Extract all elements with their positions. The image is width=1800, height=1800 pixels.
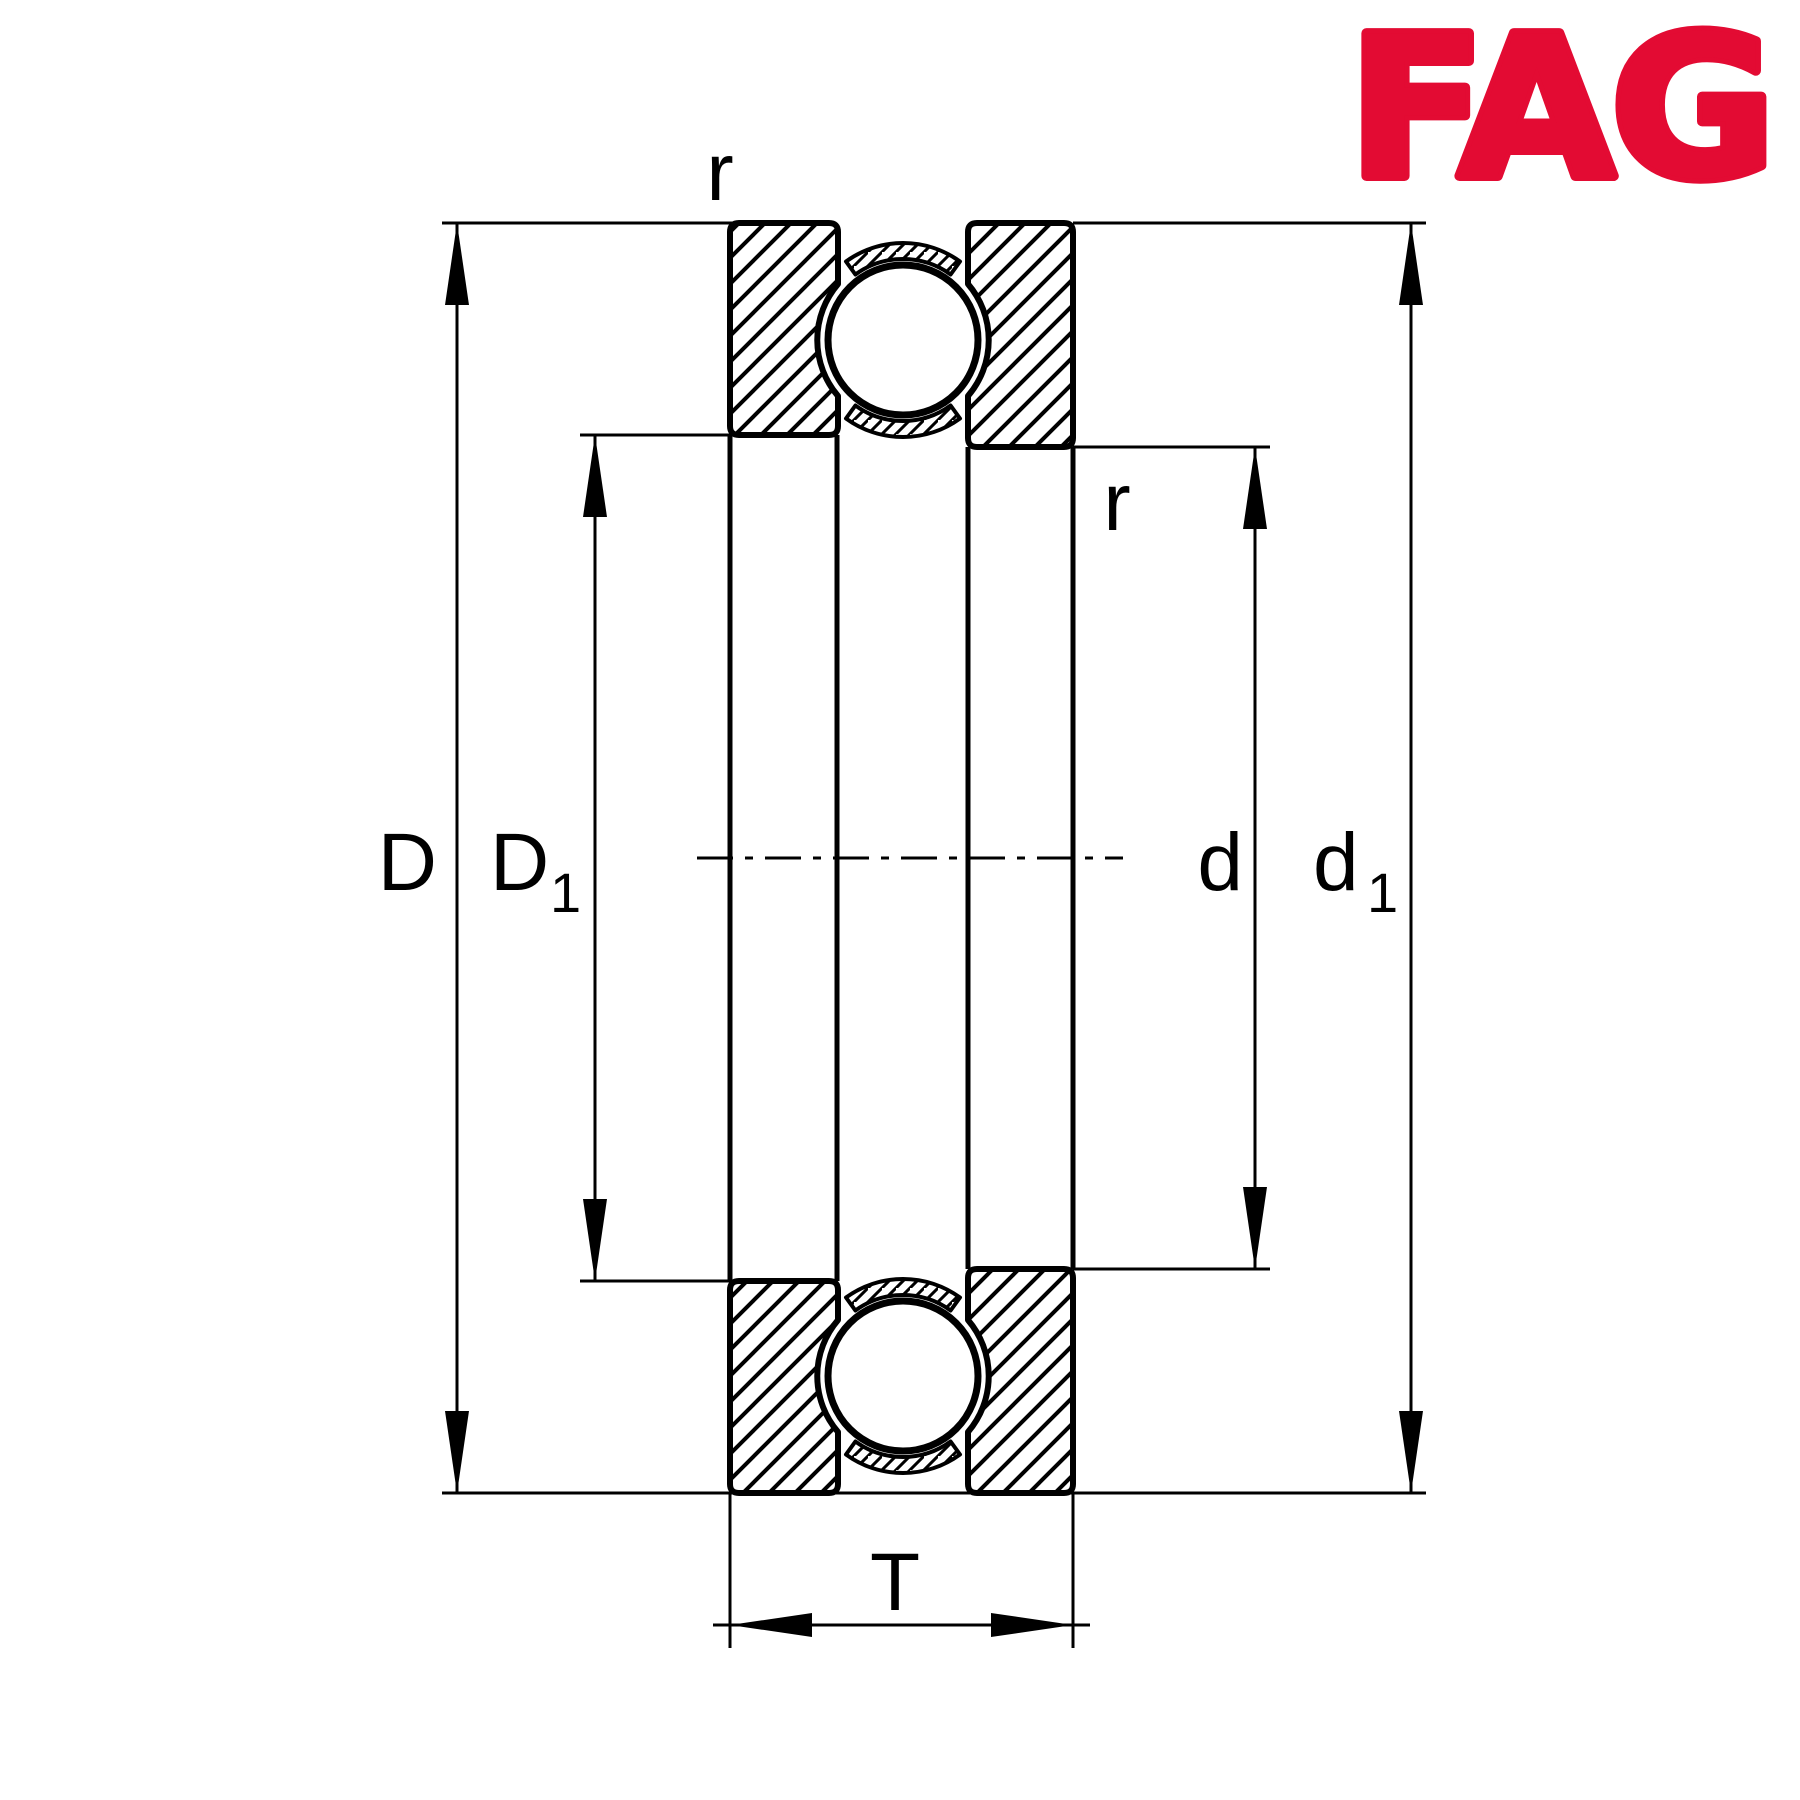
ball-upper [824, 261, 982, 419]
arrow-d1-top [1399, 223, 1423, 305]
dimension-line-D [445, 223, 469, 1493]
ball-lower [824, 1297, 982, 1455]
extension-lines [442, 221, 1426, 1648]
washer-sections [727, 220, 1076, 1496]
cage-lower-ball-bottom [844, 1439, 962, 1475]
washer-upper-left [727, 220, 841, 438]
label-d1: d [1313, 817, 1359, 908]
label-r-right: r [1103, 457, 1130, 548]
cage-upper-ball-bottom [844, 403, 962, 439]
label-D1: D [490, 817, 549, 908]
arrow-D-top [445, 223, 469, 305]
washer-lower-right [965, 1266, 1076, 1496]
dimension-line-D1 [583, 435, 607, 1281]
label-D: D [378, 817, 437, 908]
label-d1-subscript: 1 [1367, 861, 1398, 924]
dimension-line-d1 [1399, 223, 1423, 1493]
arrow-D-bottom [445, 1411, 469, 1493]
arrow-T-right [991, 1613, 1073, 1637]
washer-lower-left [727, 1278, 841, 1496]
cage-upper-ball-top [844, 241, 962, 277]
cage-sections [844, 241, 962, 1475]
arrow-d-top [1243, 447, 1267, 529]
label-T: T [870, 1537, 920, 1628]
arrow-d1-bottom [1399, 1411, 1423, 1493]
label-d: d [1197, 817, 1243, 908]
label-r-top: r [706, 127, 733, 218]
arrow-D1-bottom [583, 1199, 607, 1281]
fag-logo: FAG [1348, 0, 1772, 223]
label-D1-subscript: 1 [550, 861, 581, 924]
washer-upper-right [965, 220, 1076, 450]
arrow-D1-top [583, 435, 607, 517]
arrow-T-left [730, 1613, 812, 1637]
cage-lower-ball-top [844, 1277, 962, 1313]
dimension-line-d [1243, 447, 1267, 1269]
dimension-line-T [713, 1613, 1090, 1637]
arrow-d-bottom [1243, 1187, 1267, 1269]
